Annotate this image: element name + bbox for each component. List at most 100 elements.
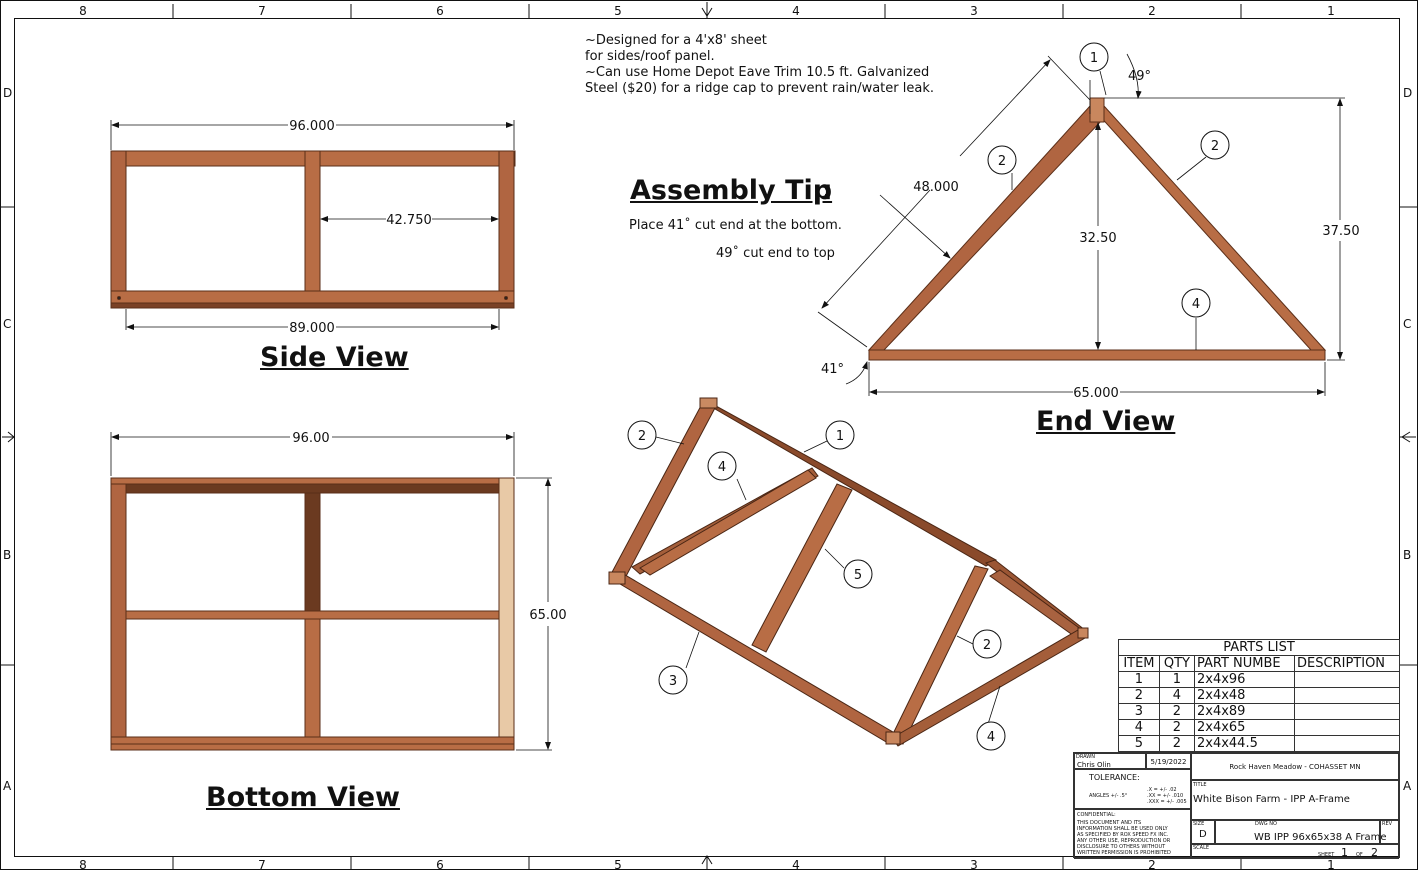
iso-view-balloons xyxy=(627,420,1006,751)
cell-part: 2x4x89 xyxy=(1193,703,1296,720)
tolerance-xxx: .XXX = +/- .005 xyxy=(1147,799,1187,805)
parts-list-table: PARTS LIST ITEM QTY PART NUMBE DESCRIPTI… xyxy=(1118,639,1400,752)
balloon-4: 4 xyxy=(718,460,726,475)
bottom-dim-width: 65.00 xyxy=(529,608,566,623)
assembly-tip-line: Place 41˚ cut end at the bottom. xyxy=(629,218,842,233)
balloon-2: 2 xyxy=(1211,139,1219,154)
sheet-label: SHEET xyxy=(1318,852,1335,858)
iso-view-leaders xyxy=(655,436,1001,725)
rev-cell: REV xyxy=(1380,820,1399,844)
row-label: D xyxy=(1403,86,1412,100)
tolerance-label: TOLERANCE: xyxy=(1089,773,1140,782)
date-cell: 5/19/2022 xyxy=(1146,753,1191,769)
col-label: 3 xyxy=(970,858,978,870)
rev-label: REV xyxy=(1382,821,1393,827)
row-label: D xyxy=(3,86,12,100)
side-view-dimensions xyxy=(110,120,515,330)
assembly-tip-line: 49˚ cut end to top xyxy=(716,246,835,261)
balloon-4: 4 xyxy=(987,730,995,745)
balloon-3: 3 xyxy=(669,674,677,689)
balloon-1: 1 xyxy=(836,429,844,444)
header-qty: QTY xyxy=(1158,655,1195,672)
col-label: 7 xyxy=(258,858,266,870)
cell-item: 4 xyxy=(1118,719,1160,736)
iso-view-frame xyxy=(608,397,1089,747)
size-cell: SIZE D xyxy=(1191,820,1215,844)
note-line: ~Designed for a 4'x8' sheet xyxy=(585,33,767,48)
confidential-label: CONFIDENTIAL: xyxy=(1077,812,1116,818)
cell-item: 2 xyxy=(1118,687,1160,704)
col-label: 3 xyxy=(970,4,978,18)
bottom-view-frame xyxy=(110,477,515,751)
end-dim-outer-height: 37.50 xyxy=(1322,224,1359,239)
cell-description xyxy=(1294,703,1400,720)
cell-description xyxy=(1294,671,1400,688)
balloon-2: 2 xyxy=(638,429,646,444)
row-label: B xyxy=(3,548,11,562)
end-angle-bottom: 41° xyxy=(821,362,844,377)
border-labels: 8 7 6 5 4 3 2 1 8 7 6 5 4 3 2 1 D C B A … xyxy=(3,4,1412,870)
note-line: for sides/roof panel. xyxy=(585,49,715,64)
drawing-title: White Bison Farm - IPP A-Frame xyxy=(1193,794,1350,805)
company-cell: Rock Haven Meadow - COHASSET MN xyxy=(1191,753,1399,780)
dwg-label: DWG NO xyxy=(1255,821,1277,827)
tolerance-cell: TOLERANCE: ANGLES +/- .5° .X = +/- .02 .… xyxy=(1074,769,1191,809)
confidential-text: INFORMATION SHALL BE USED ONLY xyxy=(1077,826,1168,832)
end-dim-base: 65.000 xyxy=(1073,386,1119,401)
cell-qty: 2 xyxy=(1158,735,1195,752)
confidential-text: WRITTEN PERMISSION IS PROHIBITED xyxy=(1077,850,1171,856)
drawn-label: DRAWN xyxy=(1076,754,1095,760)
design-notes: ~Designed for a 4'x8' sheet for sides/ro… xyxy=(585,33,934,97)
col-label: 4 xyxy=(792,4,800,18)
scale-sheet-cell: SCALE SHEET 1 OF 2 xyxy=(1191,844,1399,859)
parts-list-title: PARTS LIST xyxy=(1118,639,1400,656)
end-angle-top: 49° xyxy=(1128,69,1151,84)
title-label: TITLE xyxy=(1193,782,1207,788)
end-view-title: End View xyxy=(1036,406,1176,437)
parts-list-header: ITEM QTY PART NUMBE DESCRIPTION xyxy=(1118,655,1400,672)
assembly-tip-colon: : xyxy=(822,175,833,206)
bottom-view-dimensions xyxy=(110,432,552,751)
dwg-cell: DWG NO WB IPP 96x65x38 A Frame xyxy=(1215,820,1386,844)
title-block: DRAWN Chris Olin 5/19/2022 Rock Haven Me… xyxy=(1073,752,1400,859)
balloon-4: 4 xyxy=(1192,297,1200,312)
cell-qty: 2 xyxy=(1158,703,1195,720)
row-label: A xyxy=(1403,779,1412,793)
side-view-frame xyxy=(110,150,516,309)
col-label: 2 xyxy=(1148,858,1156,870)
bottom-dim-length: 96.00 xyxy=(292,431,329,446)
col-label: 1 xyxy=(1327,4,1335,18)
of-label: OF xyxy=(1356,852,1363,858)
tolerance-angles: ANGLES +/- .5° xyxy=(1089,793,1128,799)
row-label: C xyxy=(1403,317,1411,331)
header-part: PART NUMBE xyxy=(1193,655,1296,672)
bottom-view-title: Bottom View xyxy=(206,782,400,813)
row-label: C xyxy=(3,317,11,331)
cell-qty: 4 xyxy=(1158,687,1195,704)
cell-description xyxy=(1294,735,1400,752)
dwg-number: WB IPP 96x65x38 A Frame xyxy=(1254,832,1387,843)
col-label: 6 xyxy=(436,858,444,870)
drawn-by: Chris Olin xyxy=(1077,761,1111,769)
cell-item: 3 xyxy=(1118,703,1160,720)
header-item: ITEM xyxy=(1118,655,1160,672)
cell-part: 2x4x48 xyxy=(1193,687,1296,704)
end-view-dimensions xyxy=(817,53,1345,396)
col-label: 1 xyxy=(1327,858,1335,870)
col-label: 8 xyxy=(79,4,87,18)
tolerance-xx: .XX = +/- .010 xyxy=(1147,793,1184,799)
cell-qty: 2 xyxy=(1158,719,1195,736)
sheet-number: 1 xyxy=(1341,846,1348,859)
cell-part: 2x4x96 xyxy=(1193,671,1296,688)
col-label: 5 xyxy=(614,858,622,870)
balloon-2: 2 xyxy=(983,638,991,653)
header-description: DESCRIPTION xyxy=(1294,655,1400,672)
cell-description xyxy=(1294,687,1400,704)
note-line: ~Can use Home Depot Eave Trim 10.5 ft. G… xyxy=(585,65,930,80)
balloon-2: 2 xyxy=(998,154,1006,169)
note-line: Steel ($20) for a ridge cap to prevent r… xyxy=(585,81,934,96)
confidential-text: ANY OTHER USE, REPRODUCTION OR xyxy=(1077,838,1171,844)
